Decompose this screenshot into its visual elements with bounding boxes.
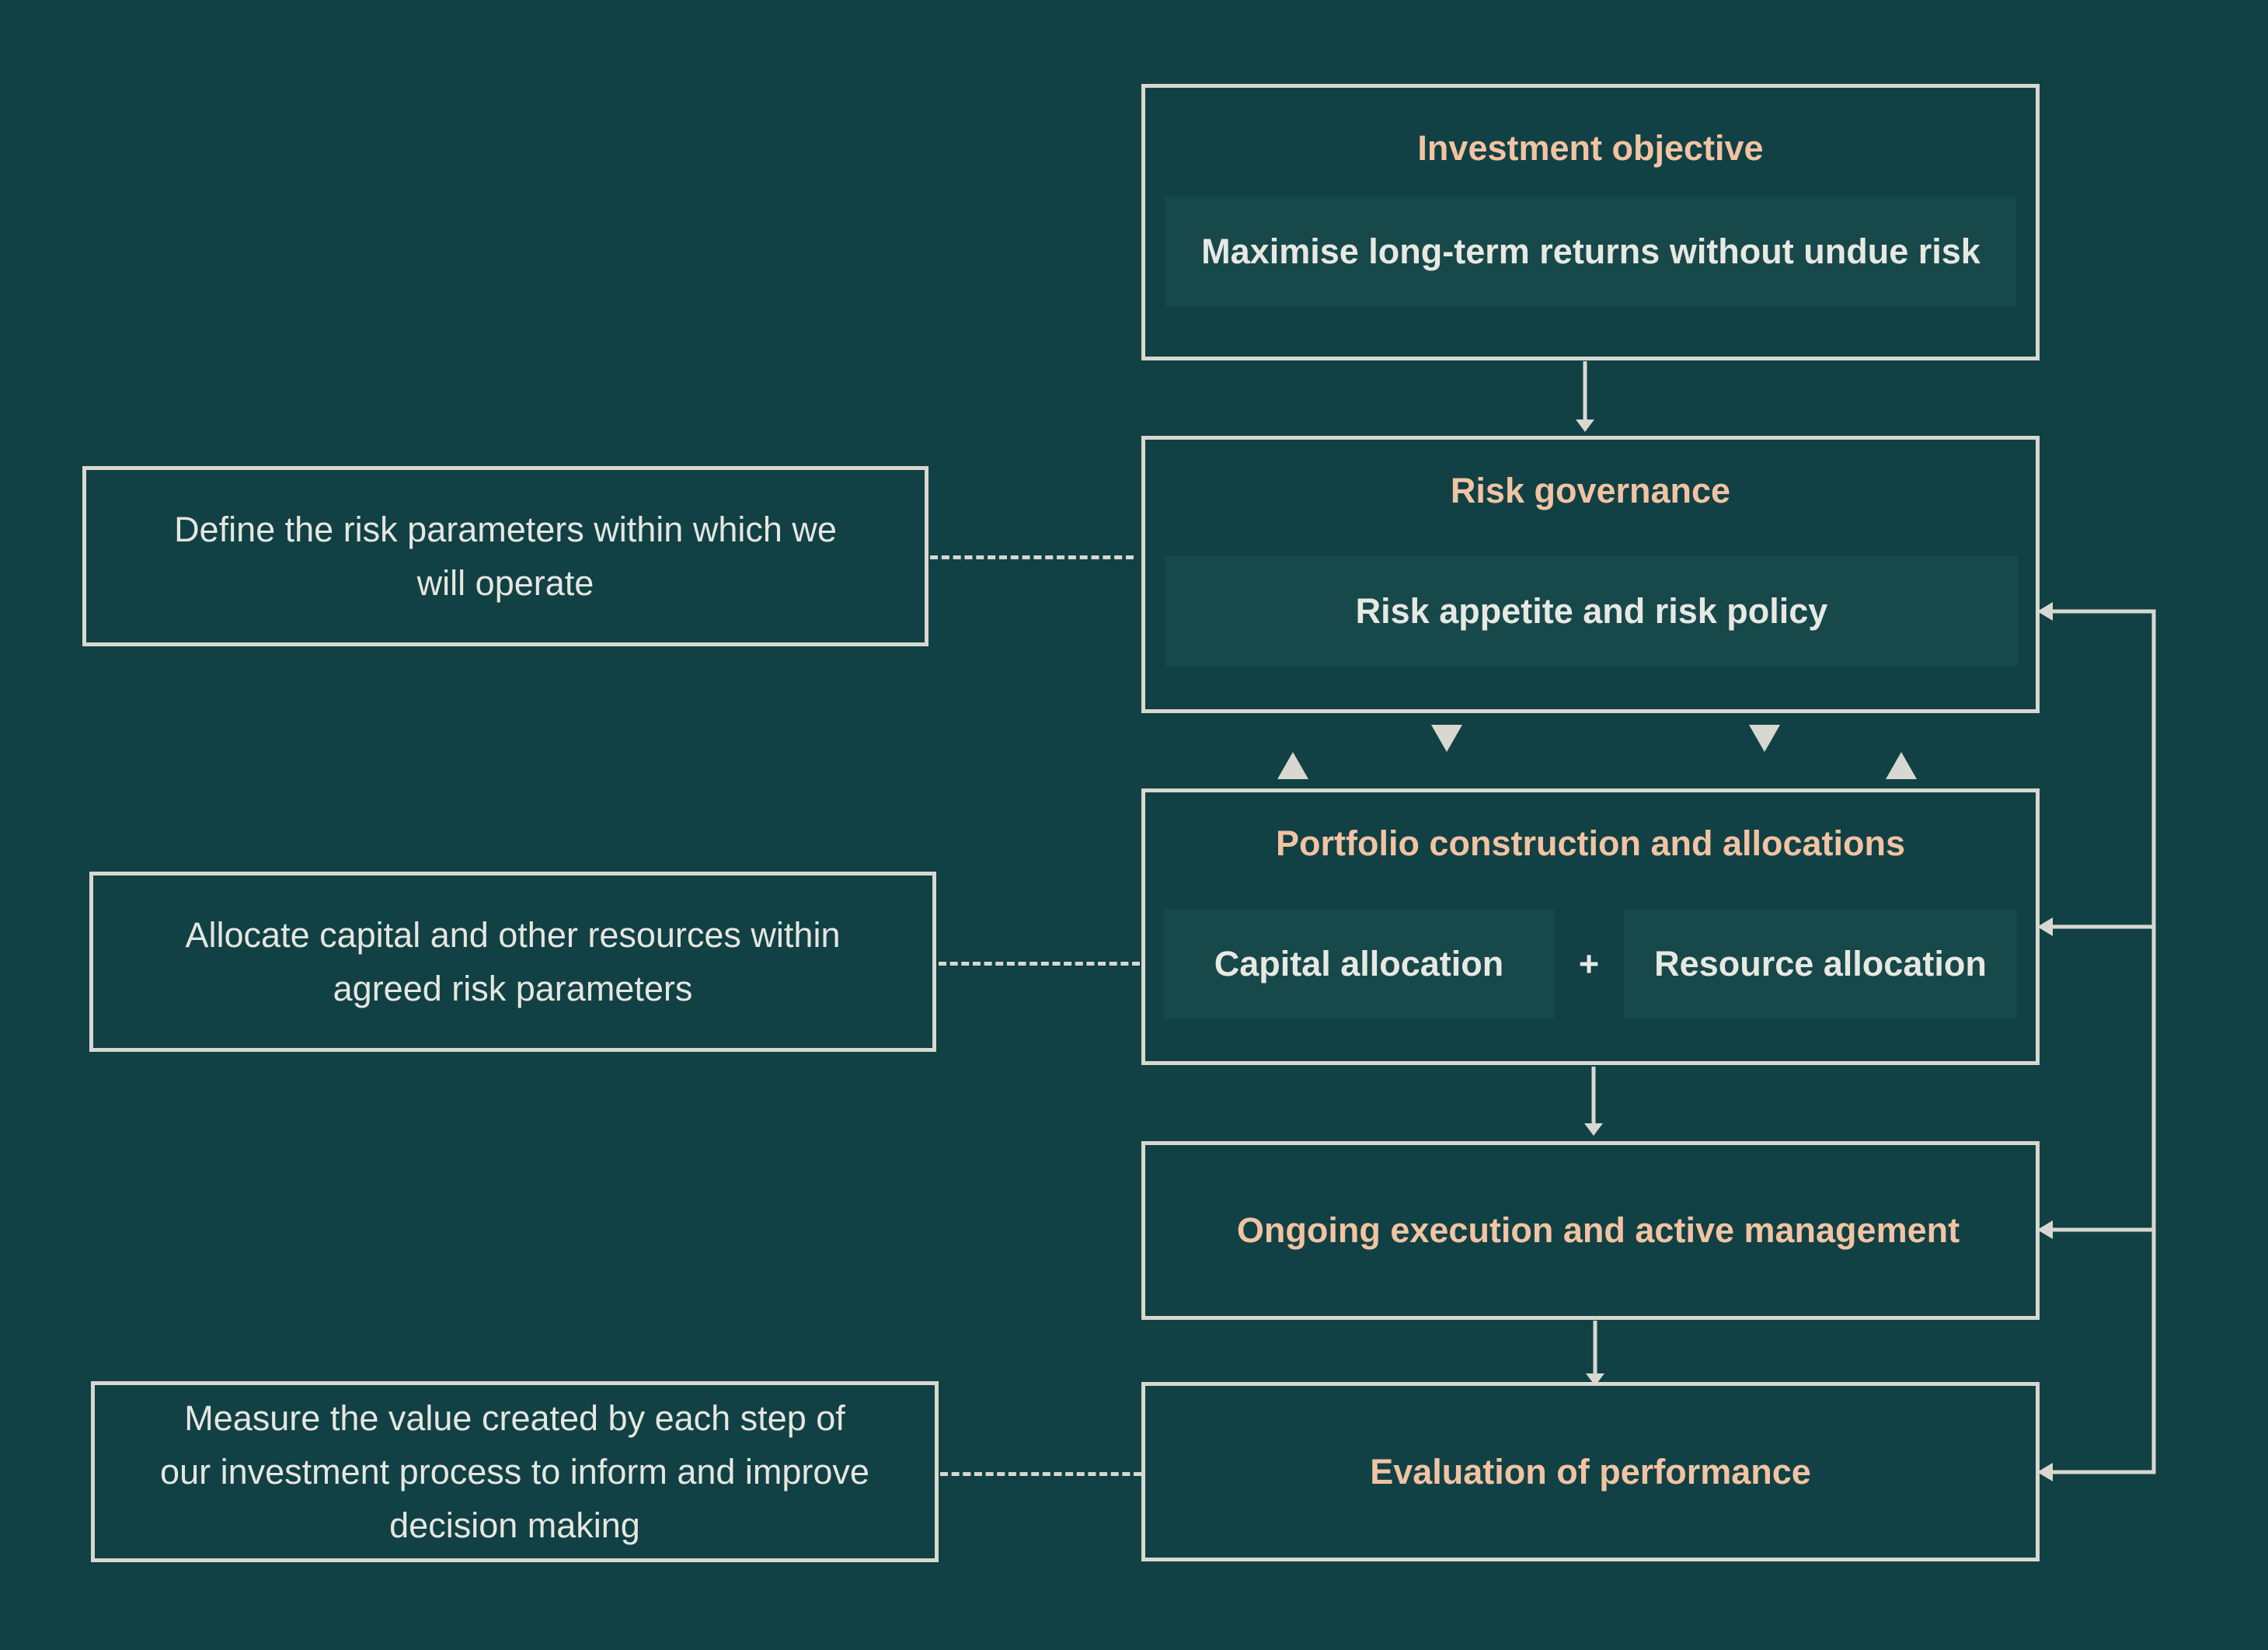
arrowhead-left-icon (2037, 602, 2053, 621)
arrowhead-down-icon (1576, 419, 1594, 432)
arrowhead-left-icon (2037, 917, 2053, 936)
execution-box: Ongoing execution and active management (1141, 1141, 2040, 1320)
governance-box: Risk governance Risk appetite and risk p… (1141, 436, 2040, 713)
note-line: Allocate capital and other resources wit… (185, 915, 841, 955)
note-line: will operate (416, 563, 594, 603)
resource-allocation-box: Resource allocation (1624, 909, 2017, 1019)
arrowhead-left-icon (2037, 1463, 2053, 1481)
portfolio-box: Portfolio construction and allocations C… (1141, 788, 2040, 1065)
note-line: agreed risk parameters (333, 969, 693, 1008)
arrowhead-left-icon (2037, 1220, 2053, 1239)
objective-title: Investment objective (1417, 128, 1764, 168)
triangle-up-icon (1277, 752, 1308, 779)
evaluation-box: Evaluation of performance (1141, 1382, 2040, 1561)
note-line: our investment process to inform and imp… (160, 1452, 869, 1492)
objective-detail: Maximise long-term returns without undue… (1165, 197, 2016, 307)
governance-title: Risk governance (1450, 471, 1731, 510)
note-line: Define the risk parameters within which … (174, 510, 837, 549)
dashed-connector-governance (930, 555, 1134, 559)
portfolio-title: Portfolio construction and allocations (1275, 823, 1906, 863)
evaluation-title: Evaluation of performance (1370, 1451, 1811, 1492)
dashed-connector-portfolio (939, 962, 1140, 966)
triangle-down-icon (1749, 725, 1780, 752)
arrowhead-down-icon (1586, 1373, 1604, 1386)
governance-detail: Risk appetite and risk policy (1165, 556, 2018, 667)
arrowhead-down-icon (1584, 1123, 1603, 1136)
execution-title: Ongoing execution and active management (1236, 1210, 1960, 1250)
objective-box: Investment objective Maximise long-term … (1141, 84, 2040, 360)
evaluation-note: Measure the value created by each step o… (91, 1381, 939, 1562)
portfolio-note: Allocate capital and other resources wit… (89, 872, 936, 1052)
note-line: decision making (389, 1506, 640, 1545)
dashed-connector-evaluation (940, 1472, 1141, 1476)
governance-note: Define the risk parameters within which … (82, 466, 928, 646)
note-line: Measure the value created by each step o… (184, 1398, 845, 1438)
triangle-up-icon (1886, 752, 1917, 779)
capital-allocation-box: Capital allocation (1164, 909, 1554, 1019)
plus-sign: + (1578, 944, 1600, 983)
feedback-loop-line (2043, 609, 2156, 1474)
triangle-down-icon (1431, 725, 1462, 752)
